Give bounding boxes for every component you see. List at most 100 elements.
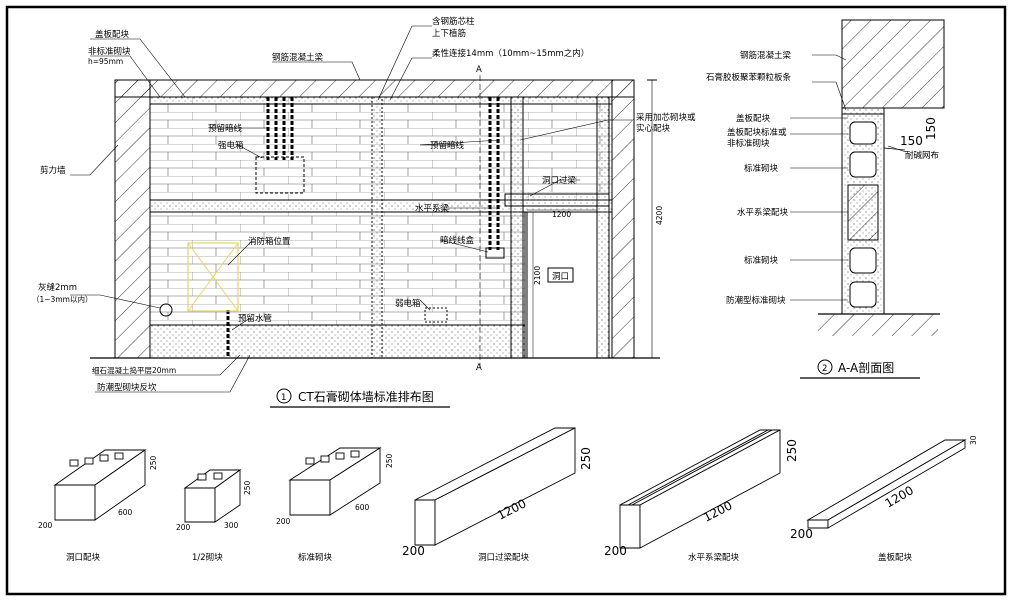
shear-wall-left <box>114 79 151 359</box>
block-2-name: 1/2砌块 <box>192 552 223 563</box>
block-2-dim-d2: 300 <box>224 521 239 530</box>
elevation-drawing: 盖板配块 非标准砌块 h=95mm 钢筋混凝土梁 含钢筋芯柱 上下植筋 柔性连接… <box>32 16 696 408</box>
block-standard-drawing <box>288 447 382 516</box>
section-cell-1 <box>849 121 877 145</box>
block-6-dim-d1: 200 <box>790 527 813 541</box>
block-cover-drawing <box>806 439 967 529</box>
block-3-name: 标准砌块 <box>298 552 333 563</box>
label-conduit-box: 暗线线盒 <box>440 235 475 246</box>
weak-box <box>424 307 448 323</box>
dim-1200: 1200 <box>552 210 571 219</box>
label-moisture-base: 防潮型砌块反坎 <box>97 382 157 393</box>
label-rc-beam: 钢筋混凝土梁 <box>272 52 324 63</box>
lintel <box>504 193 610 207</box>
section-label-rc-beam: 钢筋混凝土梁 <box>740 50 792 61</box>
section-title-number: 2 <box>822 364 827 374</box>
label-weak-conduit: 预留暗线 <box>430 140 465 151</box>
conduit-box <box>485 247 505 259</box>
label-fire-box: 消防箱位置 <box>248 236 291 247</box>
section-label-moisture-block: 防潮型标准砌块 <box>726 295 786 306</box>
block-4-dim-d3: 250 <box>579 447 593 470</box>
block-6-dim-d3: 30 <box>969 435 978 445</box>
block-1-dim-d2: 600 <box>118 508 133 517</box>
section-title-number-circle <box>817 359 833 375</box>
section-label-nonstd-1: 盖板配块标准或 <box>727 127 787 138</box>
block-details: 200 600 250 洞口配块 200 300 250 1/2砌块 200 6… <box>38 427 978 563</box>
section-rc-beam <box>841 19 945 109</box>
block-lintel-drawing <box>414 427 576 546</box>
block-1-name: 洞口配块 <box>66 552 101 563</box>
block-opening-drawing <box>53 449 147 521</box>
label-aerated-2: 实心配块 <box>636 123 671 134</box>
label-strong-box: 强电箱 <box>218 140 244 151</box>
label-opening: 洞口 <box>552 271 569 282</box>
gray-joint-marker <box>159 303 173 317</box>
section-label-std-block-2: 标准砌块 <box>744 255 779 266</box>
block-5-name: 水平系梁配块 <box>688 552 740 563</box>
elevation-title-number: 1 <box>281 393 286 403</box>
rc-beam-top <box>114 79 635 98</box>
label-shear-wall: 剪力墙 <box>40 165 66 176</box>
label-cover-block: 盖板配块 <box>95 29 130 40</box>
label-reserved-pipe: 预留水管 <box>238 313 272 324</box>
block-2-dim-d3: 250 <box>243 480 252 495</box>
label-fine-concrete: 细石混凝土捣平层20mm <box>92 365 176 375</box>
block-4-dim-d1: 200 <box>402 544 425 558</box>
section-label-mesh: 耐碱网布 <box>905 150 939 161</box>
block-6-name: 盖板配块 <box>878 552 913 563</box>
block-3-dim-d3: 250 <box>385 453 394 468</box>
sheet-border <box>5 5 1007 596</box>
label-nonstd-block: 非标准砌块 <box>88 46 131 57</box>
block-3-dim-d2: 600 <box>355 503 370 512</box>
shear-wall-right <box>611 79 635 359</box>
label-core-column-1: 含钢筋芯柱 <box>432 16 475 27</box>
block-1-dim-d1: 200 <box>38 521 53 530</box>
section-label-cover-block: 盖板配块 <box>736 113 771 124</box>
section-label-std-block-1: 标准砌块 <box>744 163 779 174</box>
block-3-dim-d1: 200 <box>276 517 291 526</box>
label-reserved-conduit: 预留暗线 <box>208 123 243 134</box>
section-cell-3 <box>849 247 877 274</box>
section-dim-150-h: 150 <box>900 134 923 148</box>
label-axis-a-bottom: A <box>476 363 482 373</box>
block-1-dim-d3: 250 <box>149 455 158 470</box>
core-column-b <box>510 96 524 359</box>
elevation-title: CT石膏砌体墙标准排布图 <box>298 389 434 404</box>
label-gray-joint-2: （1~3mm以内） <box>32 294 92 304</box>
block-half-drawing <box>183 469 242 523</box>
section-ground <box>818 314 938 336</box>
core-column-c <box>596 96 610 359</box>
section-cell-2 <box>849 151 877 178</box>
door-opening <box>526 211 598 359</box>
section-drawing: 钢筋混凝土梁 石膏胶板聚苯颗粒板条 盖板配块 盖板配块标准或 非标准砌块 150… <box>706 19 945 379</box>
dim-height: 4200 <box>655 206 664 225</box>
moisture-course <box>149 324 526 359</box>
block-horiz-beam-drawing <box>619 429 781 549</box>
section-label-horiz-block: 水平系梁配块 <box>737 207 789 218</box>
block-2-dim-d1: 200 <box>176 523 191 532</box>
section-label-nonstd-2: 非标准砌块 <box>727 138 770 149</box>
section-cell-4 <box>849 281 877 308</box>
elevation-title-number-circle <box>276 388 292 404</box>
label-core-column-2: 上下植筋 <box>432 28 466 39</box>
section-foam-strip <box>841 107 885 115</box>
section-label-foam-strip: 石膏胶板聚苯颗粒板条 <box>706 72 792 83</box>
label-aerated-1: 采用加芯砌块或 <box>636 112 696 123</box>
masonry-lower <box>149 211 526 326</box>
section-dim-150-v: 150 <box>924 117 938 140</box>
core-column-a <box>371 96 383 359</box>
block-5-dim-d1: 200 <box>604 544 627 558</box>
dim-door: 2100 <box>533 266 542 285</box>
label-lintel: 洞口过梁 <box>542 175 577 186</box>
label-weak-box: 弱电箱 <box>395 298 421 309</box>
label-horizontal-beam: 水平系梁 <box>415 203 450 214</box>
section-title: A-A剖面图 <box>838 361 894 375</box>
label-flex-joint: 柔性连接14mm（10mm~15mm之内） <box>432 48 589 59</box>
label-axis-a-top: A <box>476 65 482 75</box>
fire-box <box>187 242 239 312</box>
strong-box <box>255 156 305 194</box>
label-nonstd-h: h=95mm <box>88 57 123 66</box>
section-horiz-block <box>847 184 879 241</box>
block-5-dim-d3: 250 <box>785 439 799 462</box>
